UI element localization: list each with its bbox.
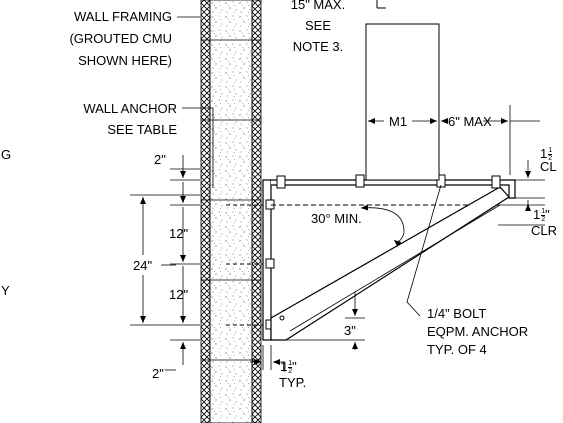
typ-dimension [250, 345, 286, 372]
angle-label: 30° MIN. [311, 211, 362, 226]
cmu-wall [200, 0, 262, 423]
dim-24: 24" [133, 258, 153, 273]
bracket [262, 174, 516, 341]
typ-text: TYP. [279, 375, 307, 390]
three-inch-dimension [286, 292, 365, 350]
equipment-outline [365, 23, 440, 181]
left-edge-g: G [1, 147, 12, 162]
dim-12-top: 12" [169, 226, 189, 241]
wall-anchor-leader [182, 107, 214, 188]
shelf-bolts [276, 174, 501, 189]
dim-12-bottom: 12" [169, 287, 189, 302]
clearance-dimensions [498, 160, 545, 226]
m1-dimension [365, 105, 540, 175]
wall-hatch-right [251, 0, 262, 423]
brace-bolt-hole [279, 315, 285, 321]
diagonal-brace [270, 186, 510, 341]
dim-2-bottom: 2" [152, 366, 164, 381]
clr-right-text: CLR [531, 223, 558, 238]
bolt-leader [406, 184, 442, 317]
bracket-top-shelf [271, 179, 516, 199]
wall-grout-core [209, 0, 253, 423]
bolt-label: 1/4" BOLT EQPM. ANCHOR TYP. OF 4 [427, 306, 529, 357]
diagonal-brace-inner [289, 204, 501, 332]
max-15-note: 15" MAX. SEE NOTE 3. [290, 0, 346, 54]
vertical-dimensions [130, 155, 200, 371]
cmu-course-joints [201, 39, 261, 361]
wall-hatch-left [200, 0, 211, 423]
wall-framing-label: WALL FRAMING (GROUTED CMU SHOWN HERE) [69, 9, 172, 68]
left-edge-y: Y [1, 283, 10, 298]
dim-2-top: 2" [154, 152, 166, 167]
wall-anchor-label: WALL ANCHOR SEE TABLE [83, 101, 177, 137]
m1-label: M1 [389, 114, 408, 129]
six-max-label: 6" MAX [448, 114, 492, 129]
angle-indicator [360, 204, 405, 247]
dim-3: 3" [344, 323, 356, 338]
clr-top-text: CL [540, 159, 557, 174]
